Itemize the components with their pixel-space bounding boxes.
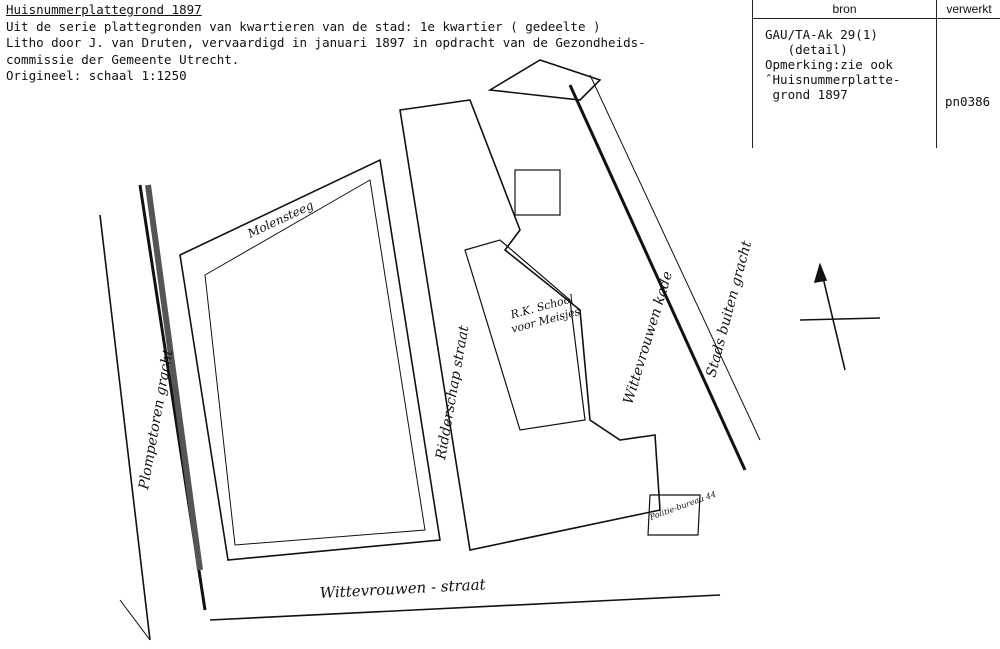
north-arrowhead-icon [813,262,828,284]
source-reference: GAU/TA-Ak 29(1) (detail) Opmerking:zie o… [765,27,901,102]
block-inner [204,179,426,546]
document-header: Huisnummerplattegrond 1897 Uit de serie … [6,2,646,85]
canal-water-edge [145,184,203,571]
street-label-wittevrouwen-straat: Wittevrouwen - straat [319,575,487,602]
bridge [119,599,151,641]
block-ridderschap-east [399,99,661,551]
column-bron: bron [832,2,857,16]
column-verwerkt: verwerkt [946,2,992,16]
street-label-wittevrouwen-kade: Wittevrouwen kade [621,269,677,406]
street-label-stads-buiten-gracht: Stads buiten gracht [703,239,755,379]
description-line-2: Litho door J. van Druten, vervaardigd in… [6,35,646,50]
column-divider [936,0,937,148]
wittevrouwen-straat-south [209,594,721,621]
police-building [647,494,701,536]
street-label-plompetoren: Plompetoren gracht [136,348,177,492]
description-line-1: Uit de serie plattegronden van kwartiere… [6,18,601,34]
school-building [464,239,586,431]
compass-crossbar [799,317,881,321]
canal-left-bank [99,214,151,641]
kade-edge [568,84,747,471]
north-arrow-icon [819,264,846,371]
processed-id: pn0386 [945,94,991,109]
document-title: Huisnummerplattegrond 1897 [6,2,202,17]
gracht-edge [589,74,761,441]
source-table: bron verwerkt GAU/TA-Ak 29(1) (detail) O… [752,0,1000,148]
table-header: bron verwerkt [753,0,1000,19]
block-ridderschap-west [179,158,441,561]
description-line-3: commissie der Gemeente Utrecht. [6,51,240,67]
scale-line: Origineel: schaal 1:1250 [6,68,187,83]
small-building [514,169,561,216]
north-block [487,59,602,101]
